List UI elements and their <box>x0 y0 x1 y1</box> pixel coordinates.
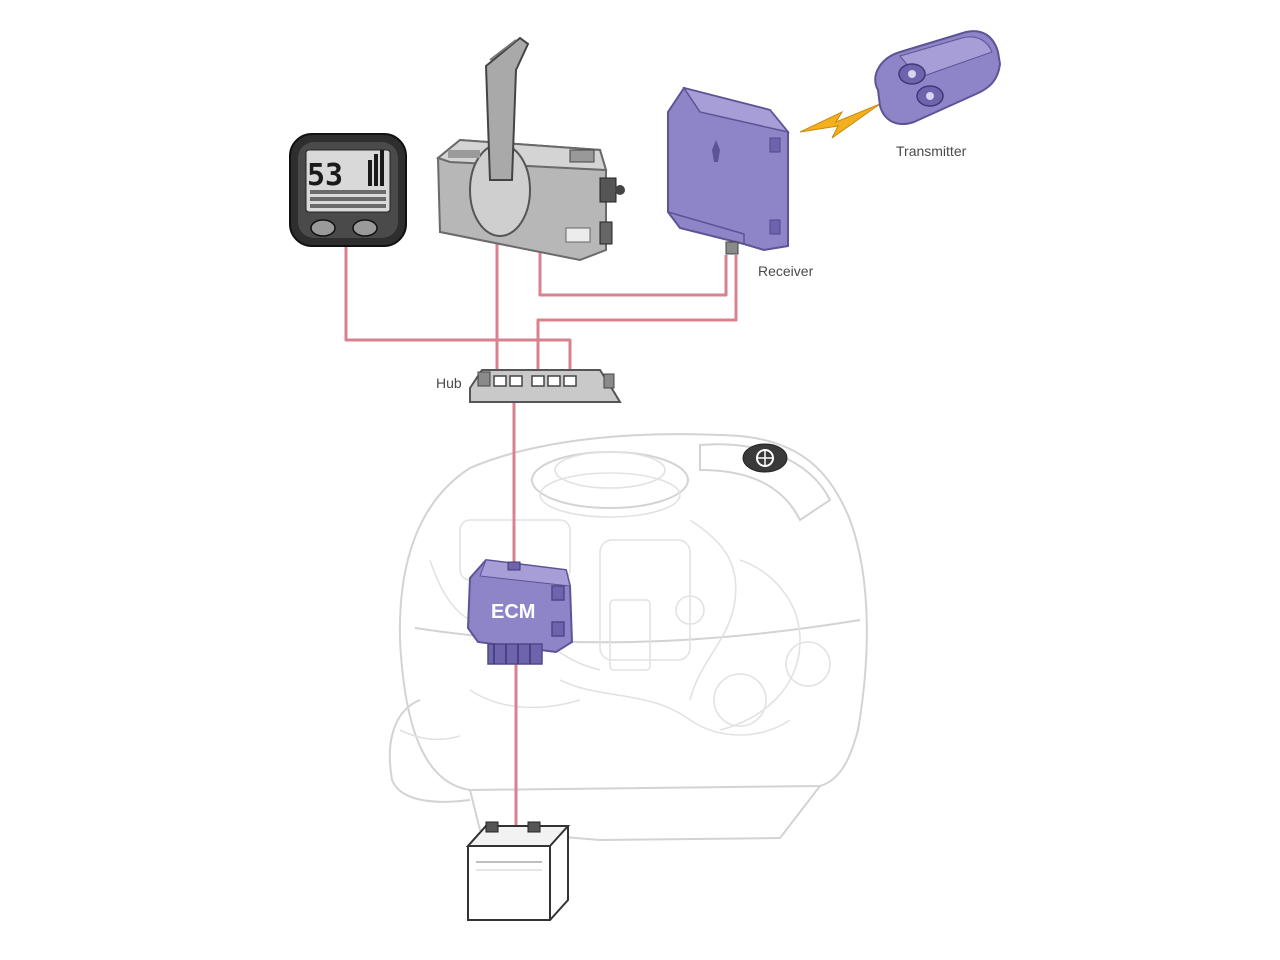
wiring <box>344 240 738 836</box>
wire-gauge-hub <box>344 245 572 378</box>
lightning-bolt-icon <box>799 103 881 139</box>
wire-receiver-hub <box>536 255 738 378</box>
hub-label: Hub <box>436 375 462 391</box>
gauge-reading: 53 <box>307 158 343 193</box>
wire-control-receiver <box>538 250 728 297</box>
yamaha-logo-icon <box>742 443 788 473</box>
battery-icon <box>465 821 571 921</box>
transmitter-label: Transmitter <box>896 143 967 159</box>
outboard-engine <box>388 433 868 842</box>
remote-control-box <box>435 36 625 262</box>
ecm-module: ECM <box>466 558 574 665</box>
transmitter: Transmitter <box>874 30 1002 159</box>
ecm-label: ECM <box>491 601 535 623</box>
digital-gauge: 53 <box>289 133 407 247</box>
hub: Hub <box>436 369 622 403</box>
gauge-left-button <box>310 219 336 237</box>
receiver-label: Receiver <box>758 263 814 279</box>
receiver: Receiver <box>667 86 814 279</box>
gauge-right-button <box>352 219 378 237</box>
